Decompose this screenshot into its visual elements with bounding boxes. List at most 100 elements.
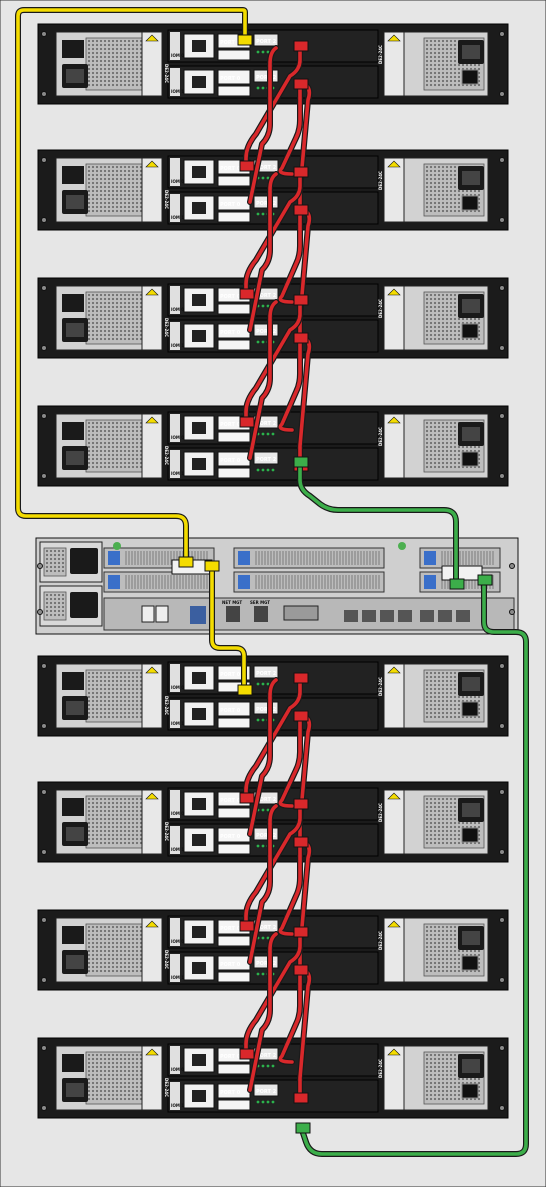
iom-label-strip [170, 954, 180, 982]
screw-icon [37, 609, 43, 615]
status-led-icon [266, 1064, 270, 1068]
ethernet-port-icon [192, 672, 206, 684]
model-label: DE2-24C [164, 1078, 169, 1097]
psu-label-panel [383, 413, 405, 479]
cable-connector [293, 926, 309, 938]
iom-label-strip [170, 1046, 180, 1074]
ethernet-port-icon [192, 76, 206, 88]
status-led-icon [261, 468, 265, 472]
cable-connector [477, 574, 493, 586]
psu-label-panel [141, 1045, 163, 1111]
psu-label-panel [141, 413, 163, 479]
ethernet-port-icon [192, 1054, 206, 1066]
cable-red [278, 82, 302, 176]
port-label: PORT 0 [220, 422, 241, 428]
port-label: PORT 0 [220, 166, 241, 172]
power-switch-icon [461, 69, 479, 85]
model-label: DE2-24C [378, 803, 383, 822]
power-switch-icon [461, 195, 479, 211]
screw-icon [499, 157, 505, 163]
warning-icon [145, 34, 159, 42]
screw-icon [41, 977, 47, 983]
iom-label-strip [170, 1082, 180, 1110]
sas-port-2 [253, 1083, 279, 1097]
status-led-icon [271, 432, 275, 436]
power-switch-icon [461, 1083, 479, 1099]
iom-label: IOM 0 [171, 1067, 184, 1072]
screw-icon [41, 157, 47, 163]
status-led-icon [261, 844, 265, 848]
screw-icon [499, 849, 505, 855]
status-led-icon [266, 682, 270, 686]
iom-label-strip [170, 700, 180, 728]
iom-label-strip [170, 68, 180, 96]
status-led-icon [261, 1100, 265, 1104]
sas-port-1 [217, 431, 251, 443]
cable-connector [237, 34, 253, 46]
sas-port-1 [217, 339, 251, 351]
port-label: PORT 2 [256, 833, 277, 839]
status-led-icon [261, 50, 265, 54]
status-led-icon [266, 1100, 270, 1104]
power-switch-icon [461, 827, 479, 843]
cable-red [278, 208, 302, 304]
screw-icon [509, 609, 515, 615]
screw-icon [41, 723, 47, 729]
ser-mgt-port [254, 606, 268, 622]
status-led-icon [266, 176, 270, 180]
psu-label-panel [383, 789, 405, 855]
power-switch-icon [62, 798, 84, 816]
cable-connector [449, 578, 465, 590]
cable-connector [239, 1048, 255, 1060]
screw-icon [499, 91, 505, 97]
sas-port-1 [217, 1099, 251, 1111]
cable-red [248, 172, 278, 332]
sas-port-2 [253, 33, 279, 47]
screw-icon [41, 413, 47, 419]
screw-icon [41, 789, 47, 795]
ser-mgt-label: SER MGT [250, 600, 270, 605]
model-label: DE2-24C [378, 45, 383, 64]
cable-connector [237, 684, 253, 696]
slot-latch-icon [424, 551, 436, 565]
port-label: PORT 0 [220, 40, 241, 46]
iom-label: IOM 1 [171, 1103, 184, 1108]
ethernet-port-icon [192, 708, 206, 720]
warning-icon [387, 288, 401, 296]
model-label: DE2-24C [378, 931, 383, 950]
port-label: PORT 0 [220, 798, 241, 804]
status-led-icon [261, 936, 265, 940]
port-label: PORT 0 [220, 202, 241, 208]
iom-label-strip [170, 450, 180, 478]
screw-icon [499, 345, 505, 351]
cable-connector [293, 204, 309, 216]
warning-icon [387, 160, 401, 168]
model-label: DE2-24C [378, 171, 383, 190]
port-label: PORT 2 [256, 39, 277, 45]
cable-connector [293, 40, 309, 52]
status-led-icon [256, 50, 260, 54]
status-led-icon [256, 1100, 260, 1104]
model-label: DE2-24C [378, 427, 383, 446]
psu-label-panel [383, 157, 405, 223]
sas-port-1 [217, 85, 251, 97]
iom-label: IOM 1 [171, 471, 184, 476]
slot-latch-icon [424, 575, 436, 589]
iom-label: IOM 0 [171, 179, 184, 184]
cable-connector [293, 294, 309, 306]
ethernet-port-icon [192, 458, 206, 470]
status-led-icon [256, 844, 260, 848]
port-label: PORT 2 [256, 165, 277, 171]
port-label: PORT 0 [220, 330, 241, 336]
screw-icon [41, 345, 47, 351]
cable-red [278, 840, 302, 936]
status-led-icon [261, 176, 265, 180]
iom-label: IOM 1 [171, 215, 184, 220]
warning-icon [145, 288, 159, 296]
cable-green [300, 578, 528, 1156]
warning-icon [387, 1048, 401, 1056]
cable-red [248, 804, 278, 964]
sas-port-1 [217, 467, 251, 479]
status-led-icon [261, 718, 265, 722]
